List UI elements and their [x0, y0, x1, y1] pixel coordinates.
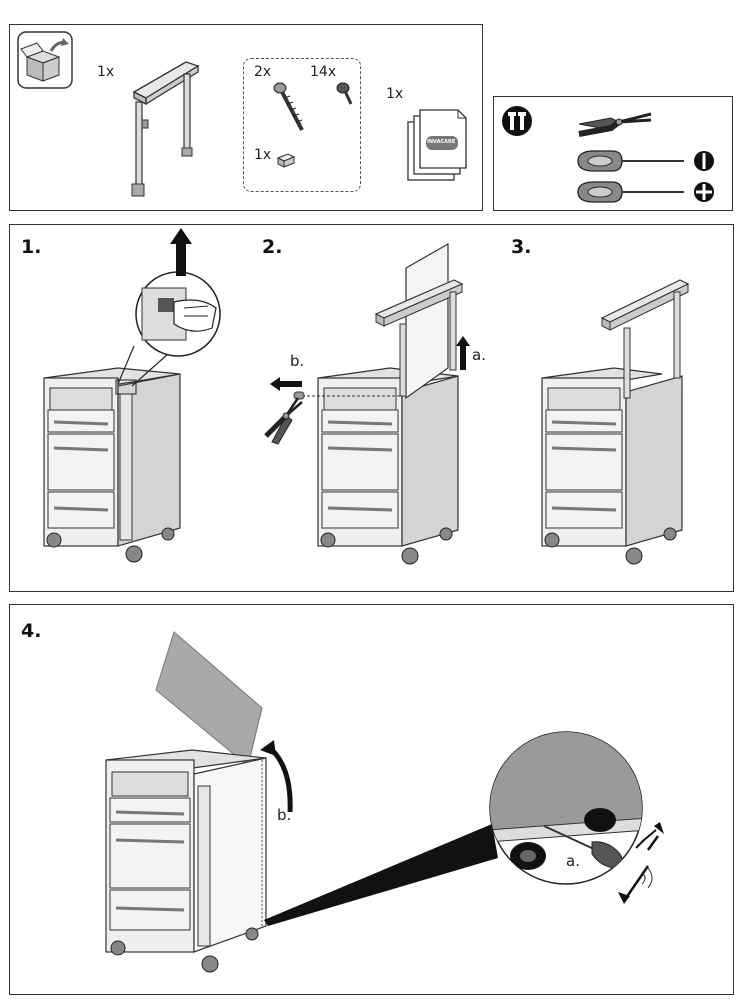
step-4-label-a: a. — [566, 852, 580, 870]
step-1-zoom-detail — [115, 228, 221, 395]
short-screw-icon — [336, 82, 353, 105]
step-4-cabinet — [105, 749, 267, 973]
step-1-number: 1. — [21, 236, 42, 258]
step-4-curved-arrow — [260, 740, 293, 813]
package-contents-icon — [17, 31, 73, 89]
phillips-screwdriver-icon — [577, 181, 714, 203]
step-4-zoom-detail — [489, 731, 664, 904]
step-2-number: 2. — [262, 236, 283, 258]
manual-qty: 1x — [386, 86, 404, 102]
hardware-group — [243, 58, 361, 192]
block-part-icon — [276, 153, 296, 168]
step-4-label-b: b. — [277, 806, 292, 824]
step-2-pliers-icon — [264, 397, 303, 445]
screw-short-qty: 14x — [310, 64, 337, 80]
manual-logo: INVACARE — [427, 139, 456, 145]
manual-document-icon — [407, 109, 467, 181]
step-2-arrow-up — [456, 336, 470, 370]
pliers-icon — [578, 112, 652, 137]
step-4-number: 4. — [21, 620, 42, 642]
step-3-number: 3. — [511, 236, 532, 258]
step-2-label-a: a. — [472, 346, 486, 364]
step-4-zoom-cone — [264, 824, 498, 926]
parts-panel — [9, 24, 483, 211]
tools-icon — [502, 106, 532, 136]
step-3-cabinet — [541, 279, 690, 565]
step-2-label-b: b. — [290, 352, 305, 370]
frame-qty: 1x — [97, 64, 115, 80]
screw-long-qty: 2x — [254, 64, 272, 80]
long-screw-icon — [273, 82, 304, 131]
flat-screwdriver-icon — [577, 150, 714, 172]
step-1-cabinet — [43, 367, 181, 563]
step-2-arrow-left — [270, 377, 302, 391]
frame-part-icon — [131, 61, 200, 197]
block-qty: 1x — [254, 147, 272, 163]
step-2-cabinet — [293, 242, 464, 565]
